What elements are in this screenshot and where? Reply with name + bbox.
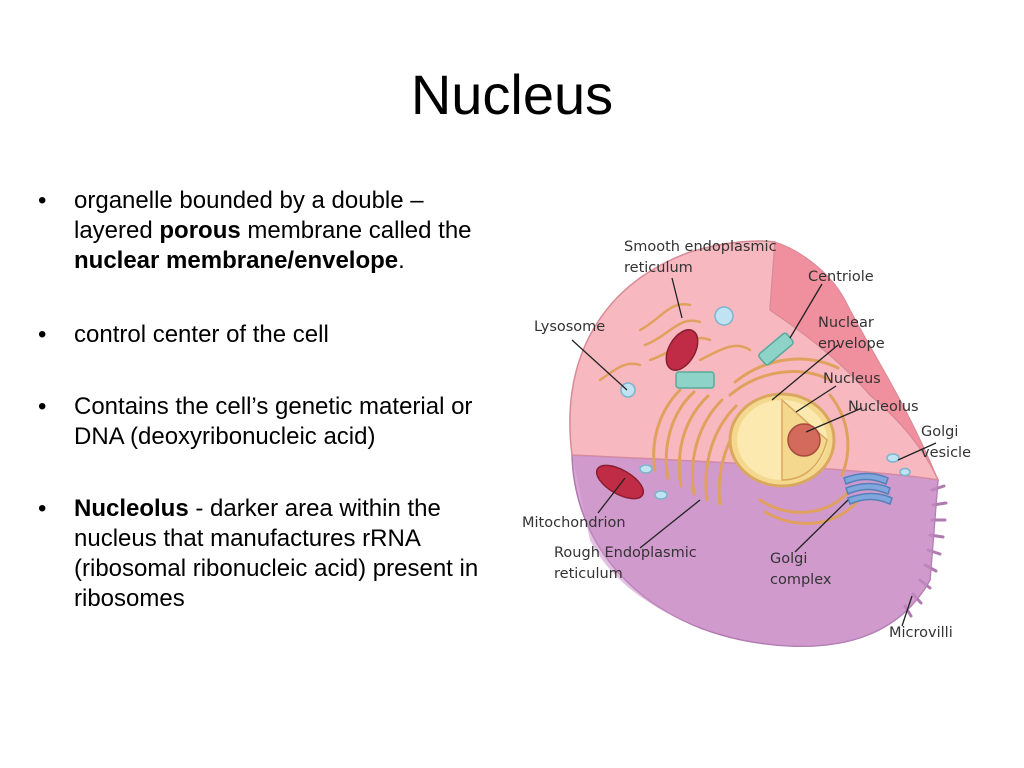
label-nucleus: Nucleus [823, 371, 881, 387]
nucleus [728, 392, 836, 488]
label-golgi-complex: complex [770, 572, 832, 588]
bullet-item: • Nucleolus - darker area within the nuc… [38, 494, 508, 614]
bullet-text: . [398, 247, 405, 274]
bullet-marker: • [38, 393, 47, 420]
bullet-marker: • [38, 187, 47, 214]
bullet-text: membrane called the [240, 217, 472, 244]
vesicle [654, 490, 668, 500]
diagram-labels: Smooth endoplasmic reticulum Centriole L… [522, 239, 971, 641]
mitochondria [595, 329, 699, 500]
centrioles [675, 332, 794, 389]
bullet-marker: • [38, 495, 47, 522]
golgi-vesicle [899, 467, 911, 477]
label-lysosome: Lysosome [534, 319, 605, 335]
golgi-cisterna [843, 472, 889, 486]
bullet-item: • Contains the cell’s genetic material o… [38, 392, 508, 452]
label-smooth-er: Smooth endoplasmic [624, 239, 777, 255]
bullet-list: • organelle bounded by a double – layere… [38, 186, 508, 656]
vesicles [620, 306, 911, 500]
golgi-cisterna [847, 492, 893, 506]
bullet-bold-text: porous [159, 217, 241, 244]
centriole [675, 371, 715, 389]
bullet-text: Contains the cell’s genetic material or … [74, 393, 473, 450]
bullet-item: • organelle bounded by a double – layere… [38, 186, 508, 276]
leader-lines [571, 277, 937, 627]
bullet-bold-text: Nucleolus [74, 495, 189, 522]
bullet-bold-text: nuclear membrane/envelope [74, 247, 399, 274]
slide-title: Nucleus [410, 63, 614, 126]
golgi-complex [843, 472, 893, 506]
label-golgi-complex: Golgi [770, 551, 807, 567]
lysosome [714, 306, 734, 326]
smooth-er [598, 302, 752, 382]
label-mitochondrion: Mitochondrion [522, 515, 626, 531]
cell-diagram: Smooth endoplasmic reticulum Centriole L… [522, 239, 971, 647]
bullet-marker: • [38, 321, 47, 348]
bullet-text: organelle bounded by a double – layered [74, 187, 424, 244]
bullet-item: • control center of the cell [38, 320, 508, 350]
label-smooth-er: reticulum [624, 260, 693, 276]
label-golgi-vesicle: vesicle [921, 445, 971, 461]
label-golgi-vesicle: Golgi [921, 424, 958, 440]
label-nuclear-envelope: Nuclear [818, 315, 874, 331]
bullet-text: - darker area within the nucleus that ma… [74, 495, 479, 612]
label-microvilli: Microvilli [889, 625, 953, 641]
label-centriole: Centriole [808, 269, 874, 285]
nucleolus [787, 423, 821, 457]
label-nuclear-envelope: envelope [818, 336, 885, 352]
cell-cut-interior [572, 455, 938, 647]
label-rough-er: reticulum [554, 566, 623, 582]
mitochondrion [665, 329, 699, 371]
bullet-text: control center of the cell [74, 321, 329, 348]
label-nucleolus: Nucleolus [848, 399, 919, 415]
label-rough-er: Rough Endoplasmic [554, 545, 697, 561]
golgi-cisterna [845, 482, 891, 496]
golgi-vesicle [886, 453, 900, 463]
vesicle [639, 464, 653, 474]
lysosome [620, 382, 636, 398]
